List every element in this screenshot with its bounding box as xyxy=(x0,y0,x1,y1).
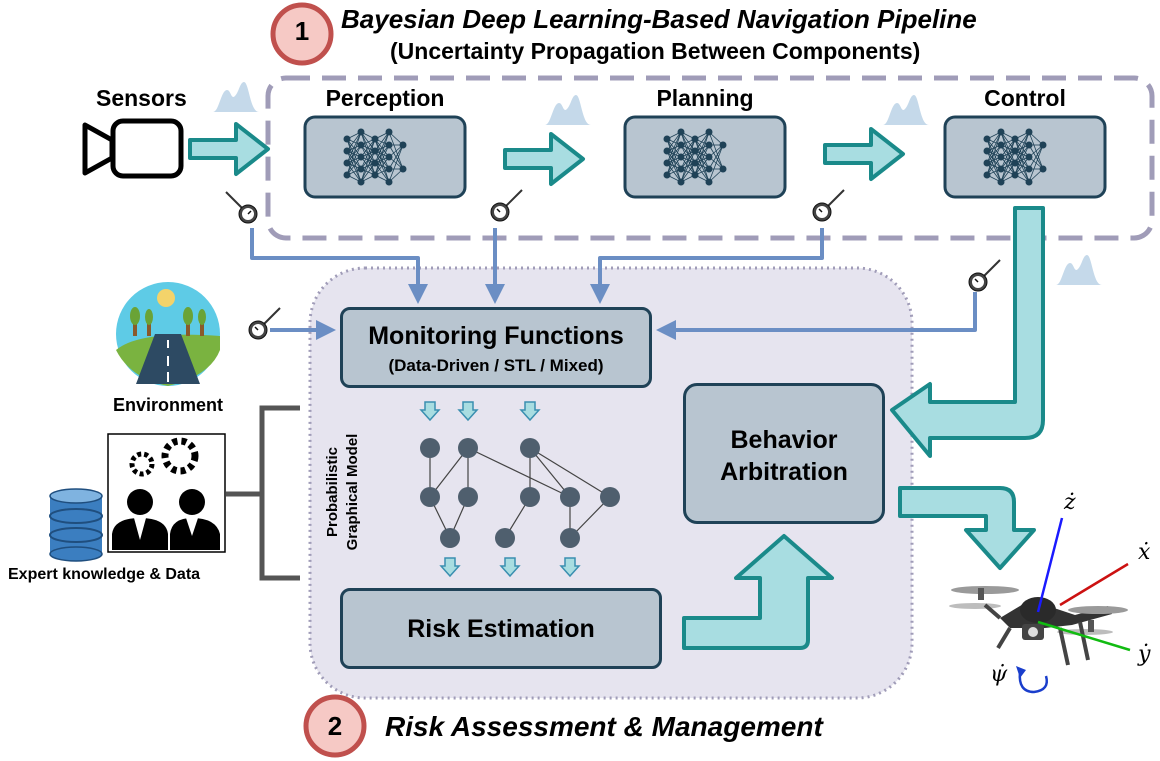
behavior-label-line1: Behavior xyxy=(730,426,838,454)
yaw-arrow xyxy=(1018,671,1048,694)
pgm-node xyxy=(560,528,580,548)
distribution-icon xyxy=(545,95,591,125)
diagram-subtitle: (Uncertainty Propagation Between Compone… xyxy=(390,38,921,64)
badge-2-circle xyxy=(303,694,367,758)
database-icon xyxy=(49,488,103,562)
pgm-node xyxy=(420,438,440,458)
sensor-monitor-line xyxy=(250,228,428,304)
expert-label: Expert knowledge & Data xyxy=(8,566,201,583)
environment-label: Environment xyxy=(112,395,223,415)
gauge-icon xyxy=(812,189,845,222)
pgm-node xyxy=(520,438,540,458)
pgm-label-line2: Graphical Model xyxy=(344,433,361,551)
control-monitor-line xyxy=(656,292,977,340)
distribution-icon xyxy=(213,82,259,112)
psi-axis-label: ψ̇ xyxy=(990,662,1008,687)
distribution-icon xyxy=(883,95,929,125)
pgm-node xyxy=(560,487,580,507)
control-box xyxy=(943,115,1107,199)
expert-people-icon xyxy=(107,433,226,553)
risk-estimation-label: Risk Estimation xyxy=(407,615,595,643)
monitoring-subtitle: (Data-Driven / STL / Mixed) xyxy=(388,356,604,375)
pgm-node xyxy=(440,528,460,548)
monitoring-title: Monitoring Functions xyxy=(368,322,624,350)
x-axis xyxy=(1059,562,1129,607)
pgm-node xyxy=(600,487,620,507)
behavior-label-line2: Arbitration xyxy=(720,458,848,486)
pgm-label: Probabilistic Graphical Model xyxy=(318,402,368,572)
arrow-risk-behavior xyxy=(682,534,834,650)
diagram-title: Bayesian Deep Learning-Based Navigation … xyxy=(341,4,977,34)
gauge-icon xyxy=(968,259,1001,292)
camera-icon xyxy=(82,118,184,179)
pgm-graph xyxy=(420,438,620,548)
pgm-node xyxy=(420,487,440,507)
badge-1-label: 1 xyxy=(294,16,310,46)
z-axis-label: ż xyxy=(1064,490,1076,515)
sensors-label: Sensors xyxy=(96,85,187,111)
arrow-sensors-perception xyxy=(188,122,270,176)
badge-1-circle xyxy=(270,2,334,66)
perception-box xyxy=(303,115,467,199)
drone-icon xyxy=(949,586,1128,666)
planning-box xyxy=(623,115,787,199)
pgm-node xyxy=(520,487,540,507)
arrow-behavior-drone xyxy=(898,486,1036,570)
control-label: Control xyxy=(984,85,1066,111)
arrow-perception-planning xyxy=(503,132,585,186)
monitoring-functions-box: Monitoring Functions (Data-Driven / STL … xyxy=(340,307,652,388)
pgm-node xyxy=(458,438,478,458)
pgm-node xyxy=(458,487,478,507)
gauge-icon xyxy=(248,307,281,340)
behavior-arbitration-box: Behavior Arbitration xyxy=(683,383,885,524)
gauge-icon xyxy=(490,189,523,222)
x-axis-label: ẋ xyxy=(1138,540,1151,565)
environment-icon xyxy=(116,282,220,386)
y-axis xyxy=(1037,620,1131,652)
pgm-label-line1: Probabilistic xyxy=(324,446,341,538)
arrow-control-behavior xyxy=(890,206,1045,458)
z-axis xyxy=(1036,517,1064,613)
planning-monitor-line xyxy=(590,228,824,304)
pipeline-region xyxy=(265,75,1155,241)
distribution-icon xyxy=(1056,255,1102,285)
planning-label: Planning xyxy=(656,85,754,111)
bracket xyxy=(226,405,300,581)
pgm-node xyxy=(495,528,515,548)
arrow-planning-control xyxy=(823,127,905,181)
perception-label: Perception xyxy=(325,85,445,111)
risk-footer-title: Risk Assessment & Management xyxy=(385,711,823,742)
gauge-icon xyxy=(225,191,258,224)
badge-2-label: 2 xyxy=(327,711,343,741)
risk-estimation-box: Risk Estimation xyxy=(340,588,662,669)
y-axis-label: ẏ xyxy=(1138,642,1151,667)
